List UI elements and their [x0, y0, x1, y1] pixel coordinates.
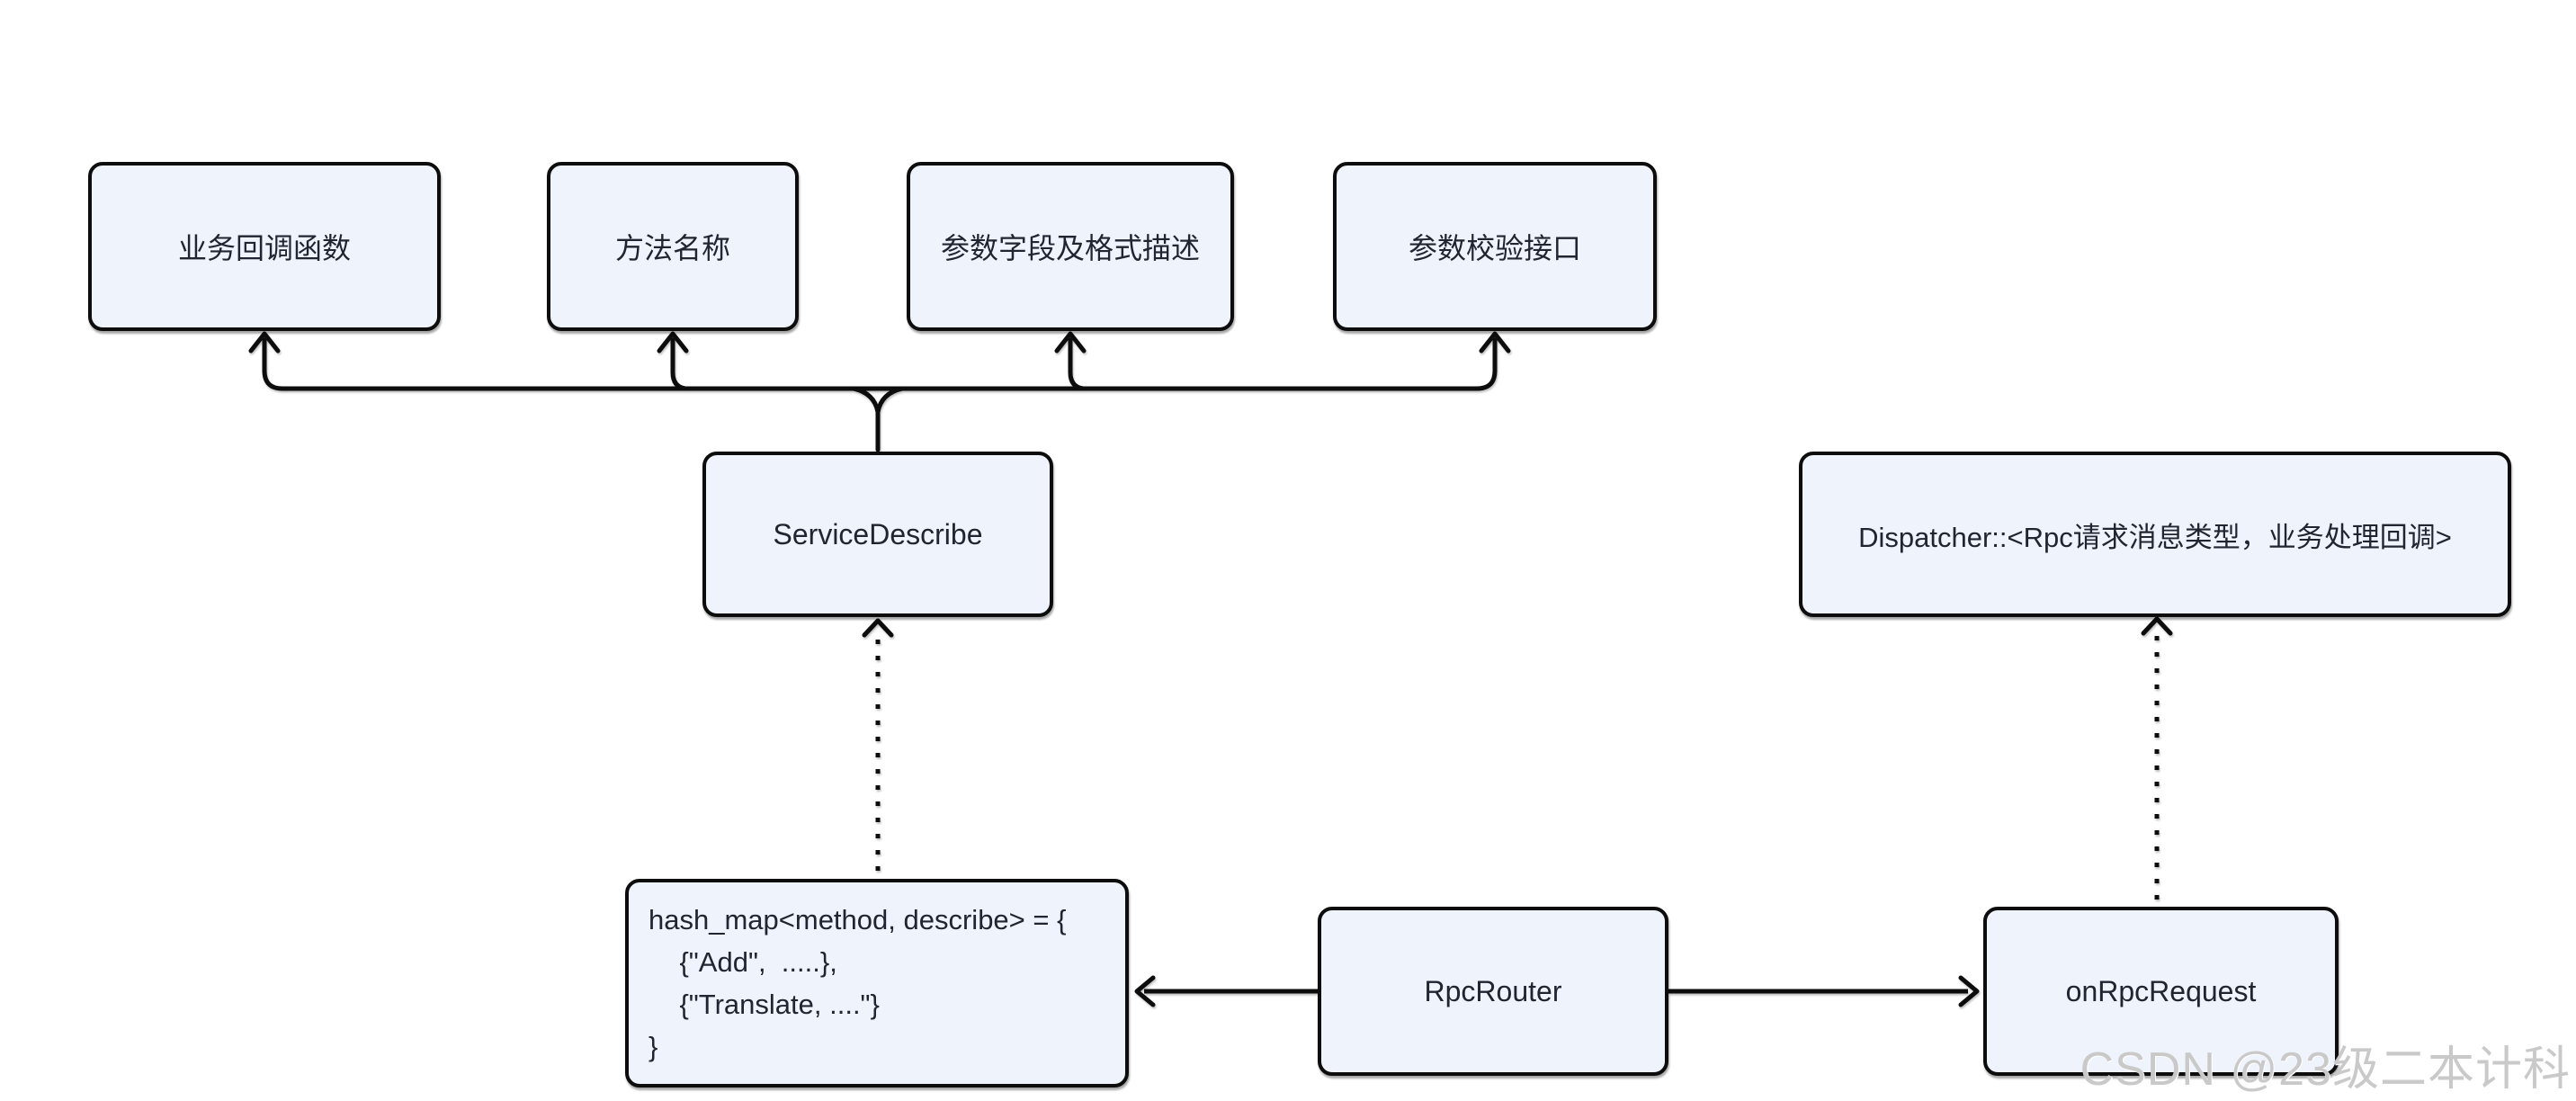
- node-business-callback: 业务回调函数: [88, 162, 441, 331]
- dotted-arrow-hashmap-to-servicedescribe: [862, 618, 894, 871]
- arrowhead-right: [1958, 975, 1980, 1007]
- arrowhead-left: [1134, 975, 1156, 1007]
- arrowhead-up-param-format: [1054, 331, 1087, 354]
- fanout-center-fork: [851, 386, 905, 452]
- hashmap-code-line: hash_map<method, describe> = {: [648, 904, 1067, 935]
- node-dispatcher: Dispatcher::<Rpc请求消息类型，业务处理回调>: [1799, 452, 2511, 617]
- node-rpc-router: RpcRouter: [1318, 907, 1668, 1076]
- arrowhead-up-method: [657, 331, 689, 354]
- node-business-callback-label: 业务回调函数: [177, 232, 351, 264]
- fanout-branch-param-format: [1068, 337, 1086, 391]
- arrowhead-up: [862, 618, 894, 638]
- node-rpc-router-label: RpcRouter: [1424, 974, 1562, 1007]
- fanout-horizontal-line: [262, 337, 1498, 391]
- arrowhead-up-callback: [248, 331, 281, 354]
- arrowhead-up: [2141, 616, 2173, 636]
- node-service-describe-label: ServiceDescribe: [773, 517, 983, 550]
- node-hashmap-code: hash_map<method, describe> = { {"Add", .…: [625, 879, 1129, 1088]
- arrow-rpcrouter-to-hashmap: [1134, 975, 1318, 1007]
- node-method-name: 方法名称: [547, 162, 799, 331]
- hashmap-code-line: }: [648, 1031, 658, 1062]
- node-param-validate-interface: 参数校验接口: [1333, 162, 1657, 331]
- node-param-format-describe-label: 参数字段及格式描述: [940, 232, 1200, 264]
- fanout-connector: [248, 331, 1511, 452]
- hashmap-code-line: {"Add", .....},: [648, 946, 837, 978]
- node-method-name-label: 方法名称: [614, 232, 730, 264]
- dotted-arrow-onrpcrequest-to-dispatcher: [2141, 616, 2173, 900]
- node-on-rpc-request-label: onRpcRequest: [2065, 974, 2257, 1007]
- node-dispatcher-label: Dispatcher::<Rpc请求消息类型，业务处理回调>: [1858, 521, 2452, 553]
- hashmap-code-line: {"Translate, ...."}: [648, 989, 880, 1020]
- node-service-describe: ServiceDescribe: [702, 452, 1053, 617]
- fanout-branch-method: [670, 337, 688, 391]
- csdn-watermark: CSDN @23级二本计科: [2080, 1043, 2571, 1096]
- node-on-rpc-request: onRpcRequest: [1983, 907, 2339, 1076]
- node-param-validate-interface-label: 参数校验接口: [1408, 232, 1581, 264]
- node-param-format-describe: 参数字段及格式描述: [907, 162, 1234, 331]
- arrow-rpcrouter-to-onrpcrequest: [1668, 975, 1980, 1007]
- arrowhead-up-param-validate: [1479, 331, 1511, 354]
